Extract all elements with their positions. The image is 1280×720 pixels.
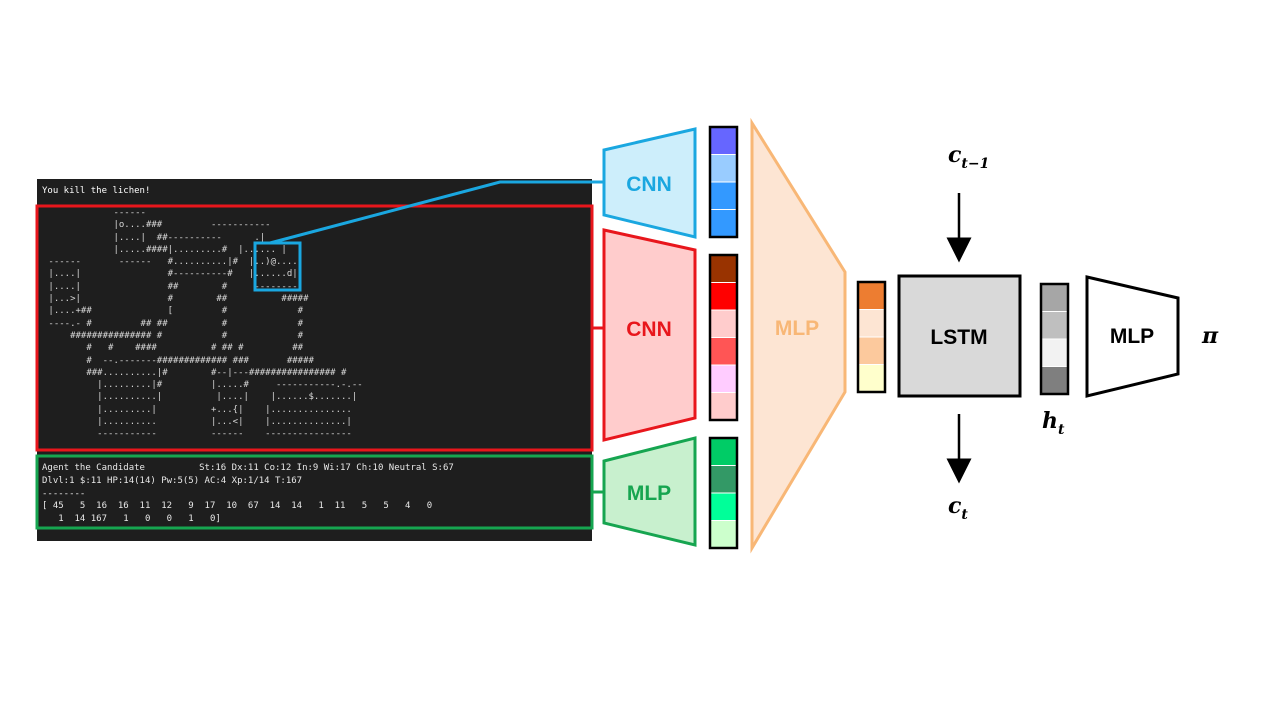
map-cnn-label: CNN xyxy=(626,318,672,341)
fused-embedding-cell xyxy=(857,281,886,310)
map-line: ###..........|# #--|---################ … xyxy=(43,367,347,378)
map-line: |...>| # ## ##### xyxy=(43,294,309,305)
crop-embedding-cell xyxy=(709,154,738,183)
crop-embedding-cell xyxy=(709,126,738,155)
crop-embedding-vector xyxy=(708,125,739,239)
stat-vector-line-2: 1 14 167 1 0 0 1 0] xyxy=(42,514,221,524)
stats-embedding-border xyxy=(708,436,739,550)
map-embedding-cell xyxy=(709,282,738,311)
map-line: # # #### # ## # ## xyxy=(43,343,304,354)
stats-embedding-cell xyxy=(709,465,738,494)
map-line: |..........| |....| |......$.......| xyxy=(43,392,358,403)
hidden-state-cell xyxy=(1040,283,1069,312)
map-line: # --.-------############# ### ##### xyxy=(43,355,314,366)
dungeon-map: ------ |o....### ----------- |....| ##--… xyxy=(43,207,363,441)
stats-embedding-vector xyxy=(708,436,739,550)
stats-embedding-cell xyxy=(709,437,738,466)
map-line: ############### # # # xyxy=(43,330,304,341)
fusion-mlp xyxy=(750,117,847,554)
map-cnn-encoder xyxy=(602,228,697,442)
fused-embedding-border xyxy=(856,280,887,394)
crop-embedding-cell xyxy=(709,181,738,210)
cell-state-prev-label: ct−1 xyxy=(948,142,989,172)
map-line: |....| ##---------- .| xyxy=(43,232,266,243)
fused-embedding-vector xyxy=(856,280,887,394)
status-separator: -------- xyxy=(42,489,86,499)
map-embedding-cell xyxy=(709,392,738,421)
map-line: ----.- # ## ## # # xyxy=(43,318,304,329)
fused-embedding-cell xyxy=(857,309,886,338)
crop-embedding-border xyxy=(708,125,739,239)
cell-state-next-label: ct xyxy=(948,493,968,523)
map-line: |....| ## # --------- xyxy=(43,281,304,292)
fused-embedding-cell xyxy=(857,364,886,393)
crop-cnn-encoder xyxy=(602,127,697,239)
hidden-state-label: ht xyxy=(1042,408,1065,438)
map-embedding-cell xyxy=(709,309,738,338)
map-embedding-cell xyxy=(709,337,738,366)
map-line: |.........| +...{| |............... xyxy=(43,404,352,415)
crop-region-outline xyxy=(253,241,302,292)
map-embedding-cell xyxy=(709,364,738,393)
hidden-state-border xyxy=(1039,282,1070,396)
stats-region-outline xyxy=(35,454,594,530)
map-embedding-vector xyxy=(708,253,739,422)
map-line: ------ ------ #..........|# |..)@....| xyxy=(43,257,304,268)
map-line: |.........|# |.....# -----------.-.-- xyxy=(43,380,363,391)
terminal-message: You kill the lichen! xyxy=(42,186,151,196)
stats-embedding-cell xyxy=(709,520,738,549)
lstm-cell xyxy=(897,274,1022,398)
map-line: |.......... |...<| |..............| xyxy=(43,417,352,428)
map-line: ----------- ------ ---------------- xyxy=(43,429,352,440)
fusion-mlp-label: MLP xyxy=(775,317,819,340)
status-line-1: Agent the Candidate St:16 Dx:11 Co:12 In… xyxy=(42,463,454,473)
crop-embedding-cell xyxy=(709,209,738,238)
policy-mlp xyxy=(1085,275,1180,398)
hidden-state-vector xyxy=(1039,282,1070,396)
fused-embedding-cell xyxy=(857,336,886,365)
stats-mlp-encoder xyxy=(602,436,697,547)
map-embedding-border xyxy=(708,253,739,422)
policy-mlp-label: MLP xyxy=(1110,325,1154,348)
lstm-label: LSTM xyxy=(930,326,987,349)
map-embedding-cell xyxy=(709,254,738,283)
map-line: |....+## [ # # xyxy=(43,306,304,317)
map-region-outline xyxy=(35,204,594,452)
map-line: |.....####|.........# |...... | xyxy=(43,244,287,255)
nethack-terminal xyxy=(37,179,592,541)
stat-vector-line-1: [ 45 5 16 16 11 12 9 17 10 67 14 14 1 11… xyxy=(42,501,433,511)
stats-embedding-cell xyxy=(709,492,738,521)
crop-cnn-label: CNN xyxy=(626,173,672,196)
status-line-2: Dlvl:1 $:11 HP:14(14) Pw:5(5) AC:4 Xp:1/… xyxy=(42,476,303,486)
map-line: |....| #----------# |......d| xyxy=(43,269,298,280)
hidden-state-cell xyxy=(1040,366,1069,395)
stats-mlp-label: MLP xyxy=(627,482,671,505)
map-line: ------ xyxy=(43,208,146,218)
map-line: |o....### ----------- xyxy=(43,220,271,231)
crop-connector-line xyxy=(269,180,605,245)
hidden-state-cell xyxy=(1040,311,1069,340)
hidden-state-cell xyxy=(1040,338,1069,367)
policy-symbol: π xyxy=(1201,323,1219,349)
